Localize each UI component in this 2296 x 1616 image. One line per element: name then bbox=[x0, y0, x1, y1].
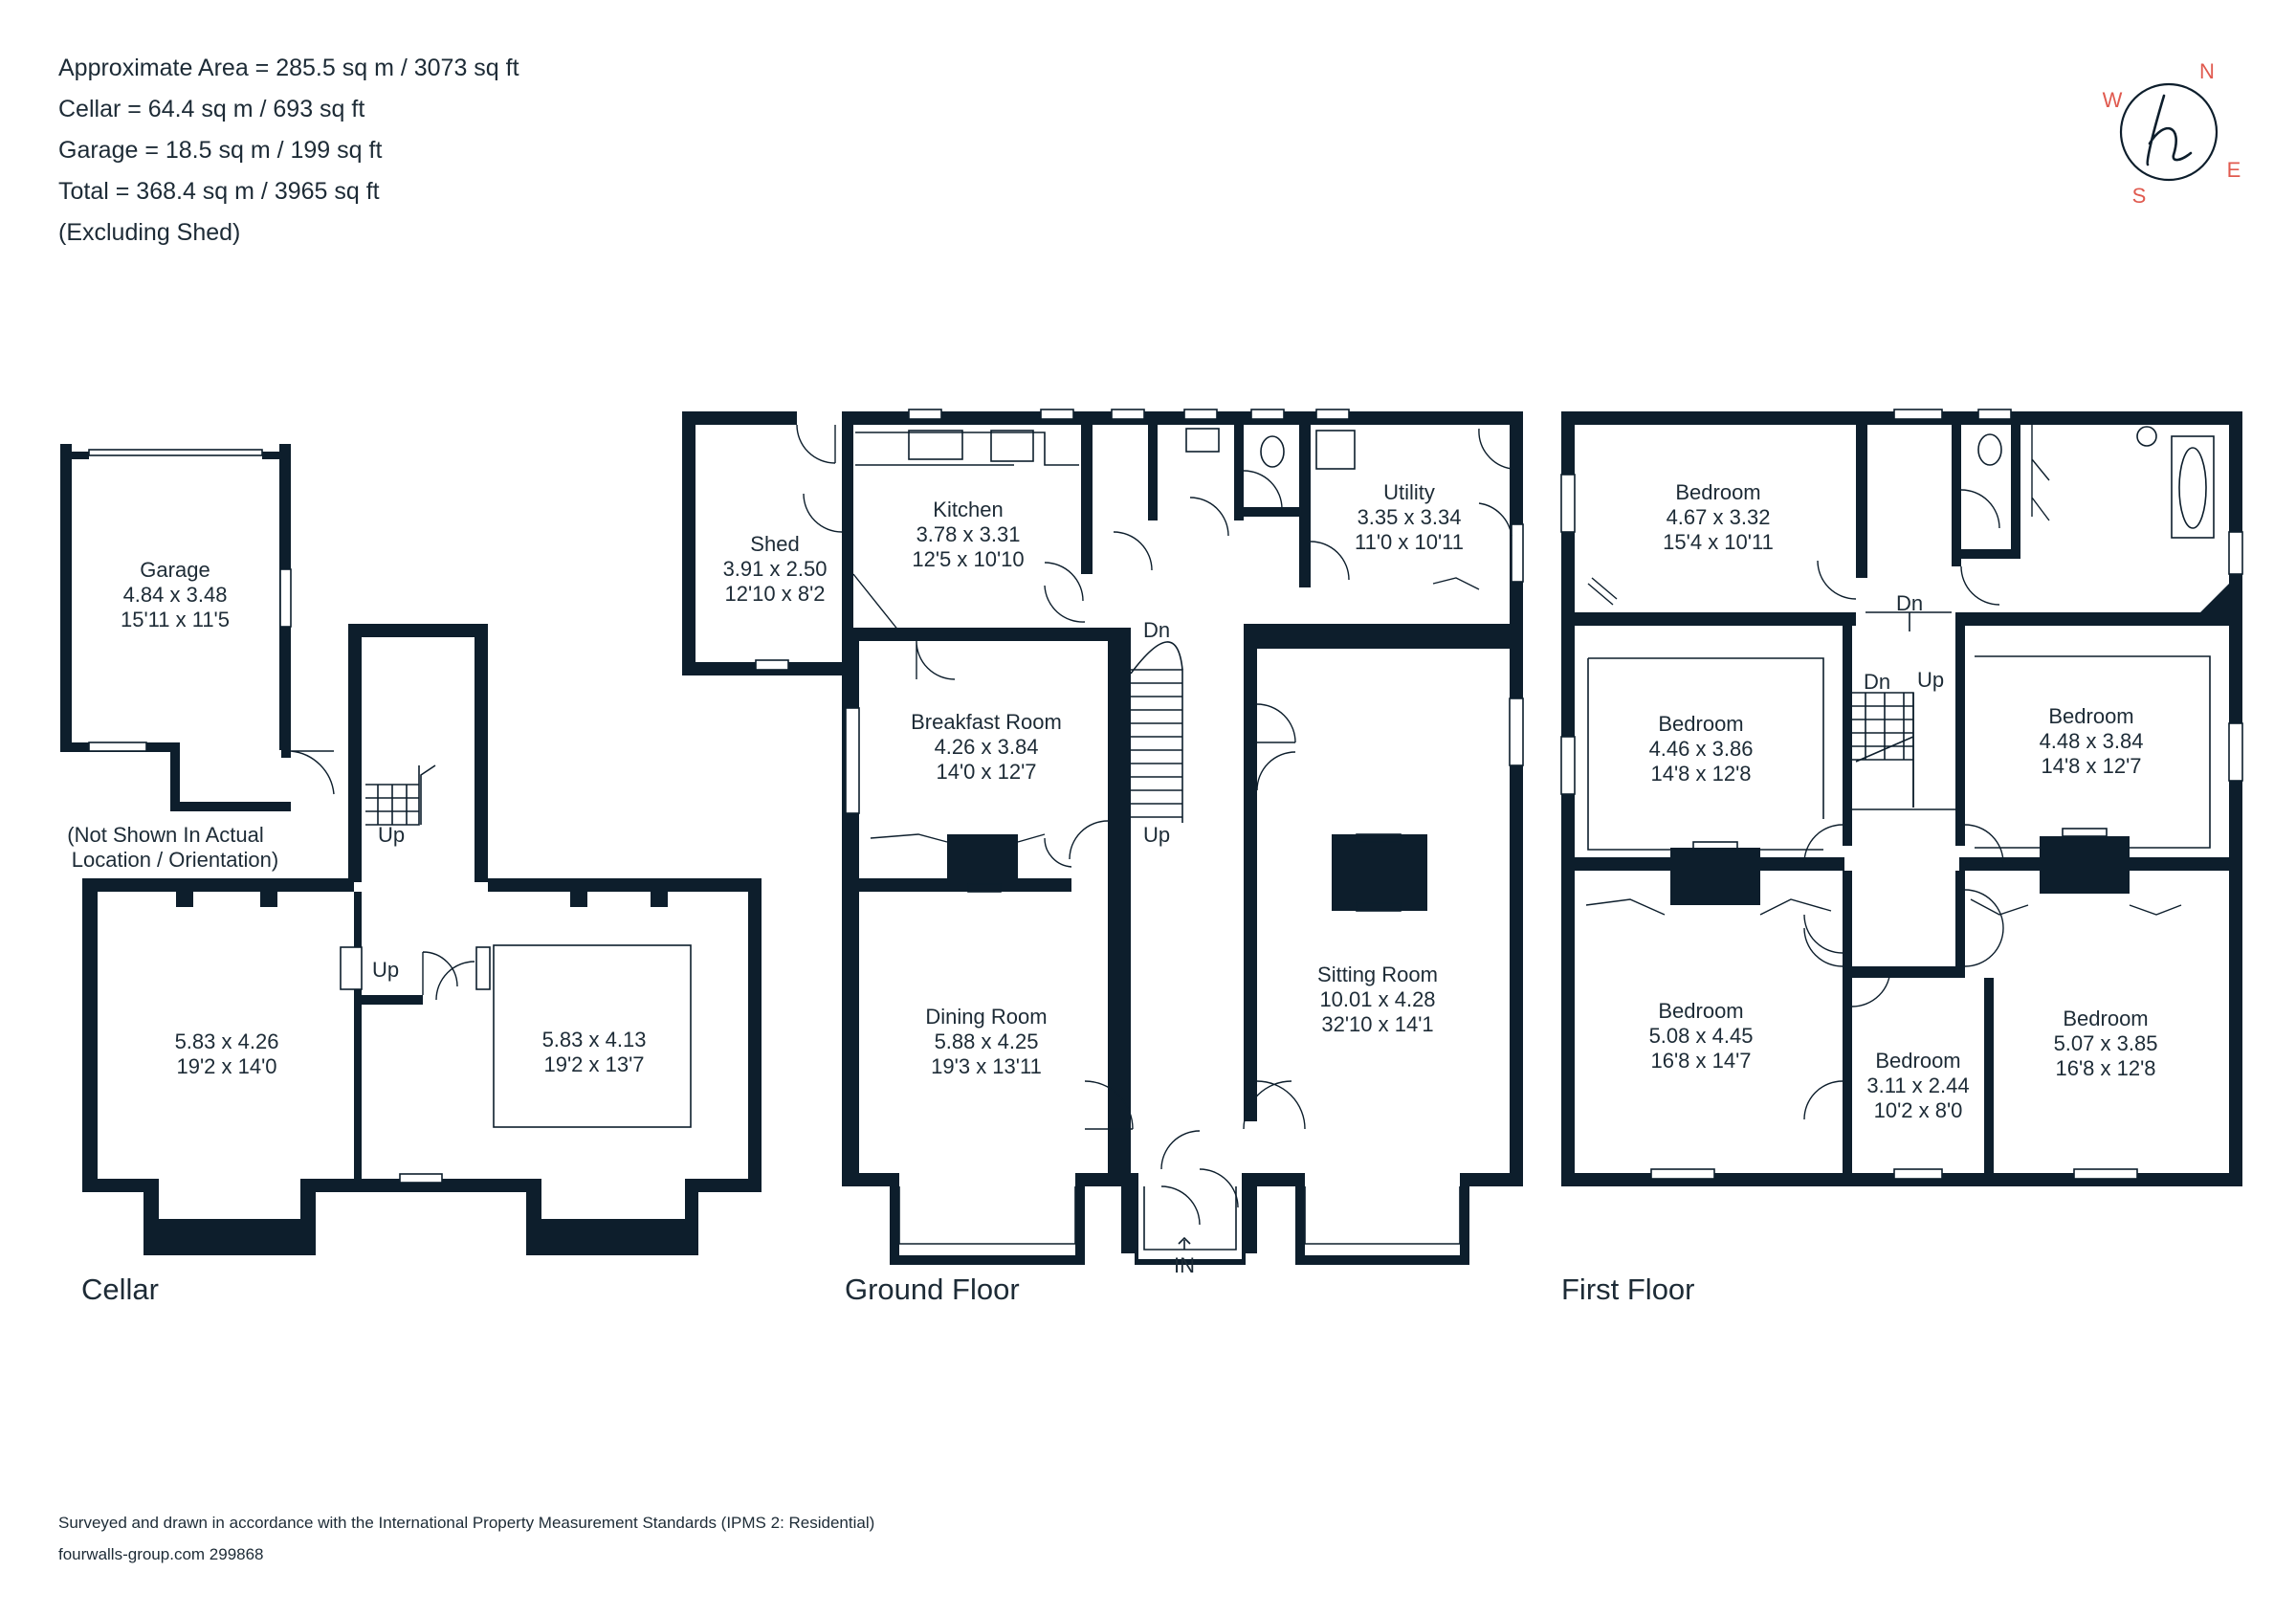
bedroom-4-imperial: 16'8 x 14'7 bbox=[1650, 1049, 1751, 1073]
bedroom-6-metric: 5.07 x 3.85 bbox=[2054, 1031, 2158, 1055]
bedroom-2-label: Bedroom bbox=[1658, 712, 1743, 736]
cellar-right-metric: 5.83 x 4.13 bbox=[542, 1028, 647, 1052]
cellar-left-metric: 5.83 x 4.26 bbox=[175, 1029, 279, 1053]
utility-label: Utility bbox=[1383, 480, 1435, 504]
dining-room-label: Dining Room bbox=[925, 1005, 1047, 1029]
sitting-room-label: Sitting Room bbox=[1317, 963, 1438, 986]
shed-label: Shed bbox=[750, 532, 799, 556]
reference-number: fourwalls-group.com 299868 bbox=[58, 1545, 264, 1563]
garage-location-note-1: (Not Shown In Actual bbox=[67, 823, 263, 847]
cellar-right-imperial: 19'2 x 13'7 bbox=[543, 1052, 644, 1076]
bedroom-5-imperial: 10'2 x 8'0 bbox=[1874, 1098, 1963, 1122]
bedroom-2-metric: 4.46 x 3.86 bbox=[1649, 737, 1754, 761]
sitting-room-imperial: 32'10 x 14'1 bbox=[1321, 1012, 1433, 1036]
bedroom-4-label: Bedroom bbox=[1658, 999, 1743, 1023]
dining-room-metric: 5.88 x 4.25 bbox=[935, 1029, 1039, 1053]
compass-south: S bbox=[2132, 184, 2147, 208]
dining-room-imperial: 19'3 x 13'11 bbox=[931, 1054, 1042, 1078]
bedroom-1-label: Bedroom bbox=[1675, 480, 1760, 504]
compass-ring-icon bbox=[2119, 82, 2219, 182]
bedroom-1-metric: 4.67 x 3.32 bbox=[1667, 505, 1771, 529]
compass-west: W bbox=[2103, 88, 2123, 112]
total-area-text: Total = 368.4 sq m / 3965 sq ft bbox=[58, 178, 380, 205]
bedroom-1-imperial: 15'4 x 10'11 bbox=[1663, 530, 1774, 554]
sitting-room-metric: 10.01 x 4.28 bbox=[1319, 987, 1435, 1011]
garage-area-text: Garage = 18.5 sq m / 199 sq ft bbox=[58, 137, 382, 164]
ground-stair-dn: Dn bbox=[1143, 618, 1170, 642]
bedroom-4-metric: 5.08 x 4.45 bbox=[1649, 1024, 1754, 1048]
first-floor-title: First Floor bbox=[1561, 1273, 1695, 1306]
cellar-plan: Up Up 5.83 x 4.26 19'2 x 14'0 5.83 x 4.1… bbox=[82, 624, 762, 1255]
bedroom-5-label: Bedroom bbox=[1875, 1049, 1960, 1073]
garage-plan: Garage 4.84 x 3.48 15'11 x 11'5 (Not Sho… bbox=[60, 444, 335, 872]
cellar-area-text: Cellar = 64.4 sq m / 693 sq ft bbox=[58, 96, 364, 122]
ground-entry-in: IN bbox=[1174, 1253, 1195, 1277]
bedroom-3-metric: 4.48 x 3.84 bbox=[2040, 729, 2144, 753]
kitchen-imperial: 12'5 x 10'10 bbox=[912, 547, 1024, 571]
bedroom-2-imperial: 14'8 x 12'8 bbox=[1650, 762, 1751, 786]
ipms-statement: Surveyed and drawn in accordance with th… bbox=[58, 1514, 874, 1532]
bedroom-3-label: Bedroom bbox=[2048, 704, 2133, 728]
bedroom-5-metric: 3.11 x 2.44 bbox=[1866, 1074, 1969, 1097]
bedroom-3-imperial: 14'8 x 12'7 bbox=[2041, 754, 2141, 778]
garage-metric: 4.84 x 3.48 bbox=[123, 583, 228, 607]
first-stair-up: Up bbox=[1917, 668, 1944, 692]
shed-imperial: 12'10 x 8'2 bbox=[724, 582, 825, 606]
ground-stair-up: Up bbox=[1143, 823, 1170, 847]
first-stair-dn-top: Dn bbox=[1896, 591, 1923, 615]
compass-east: E bbox=[2227, 158, 2241, 182]
kitchen-metric: 3.78 x 3.31 bbox=[916, 522, 1021, 546]
bedroom-6-imperial: 16'8 x 12'8 bbox=[2055, 1056, 2155, 1080]
garage-location-note-2: Location / Orientation) bbox=[72, 848, 278, 872]
area-summary: Approximate Area = 285.5 sq m / 3073 sq … bbox=[58, 55, 519, 246]
compass-logo: N E S W bbox=[2103, 59, 2241, 208]
cellar-left-imperial: 19'2 x 14'0 bbox=[176, 1054, 276, 1078]
kitchen-label: Kitchen bbox=[933, 498, 1003, 521]
utility-metric: 3.35 x 3.34 bbox=[1358, 505, 1462, 529]
ground-floor-plan: Dn Up IN Shed 3.91 x 2.50 12'10 x 8'2 Ki… bbox=[682, 409, 1524, 1277]
cellar-title: Cellar bbox=[81, 1273, 159, 1306]
garage-imperial: 15'11 x 11'5 bbox=[121, 608, 230, 631]
bedroom-6-label: Bedroom bbox=[2063, 1007, 2148, 1030]
cellar-stair-up-2: Up bbox=[372, 958, 399, 982]
first-floor-plan: Dn Dn Up Bedroom 4.67 x 3.32 15'4 x 10'1… bbox=[1560, 409, 2243, 1186]
first-stair-dn: Dn bbox=[1864, 670, 1890, 694]
utility-imperial: 11'0 x 10'11 bbox=[1355, 530, 1464, 554]
breakfast-room-imperial: 14'0 x 12'7 bbox=[936, 760, 1036, 784]
excluding-shed-note: (Excluding Shed) bbox=[58, 219, 240, 246]
breakfast-room-metric: 4.26 x 3.84 bbox=[935, 735, 1039, 759]
breakfast-room-label: Breakfast Room bbox=[911, 710, 1062, 734]
cellar-stair-up-1: Up bbox=[378, 823, 405, 847]
logo-h-icon bbox=[2146, 94, 2193, 166]
approximate-area-text: Approximate Area = 285.5 sq m / 3073 sq … bbox=[58, 55, 519, 81]
shed-metric: 3.91 x 2.50 bbox=[723, 557, 828, 581]
garage-label: Garage bbox=[140, 558, 210, 582]
compass-north: N bbox=[2199, 59, 2215, 83]
ground-floor-title: Ground Floor bbox=[845, 1273, 1020, 1306]
